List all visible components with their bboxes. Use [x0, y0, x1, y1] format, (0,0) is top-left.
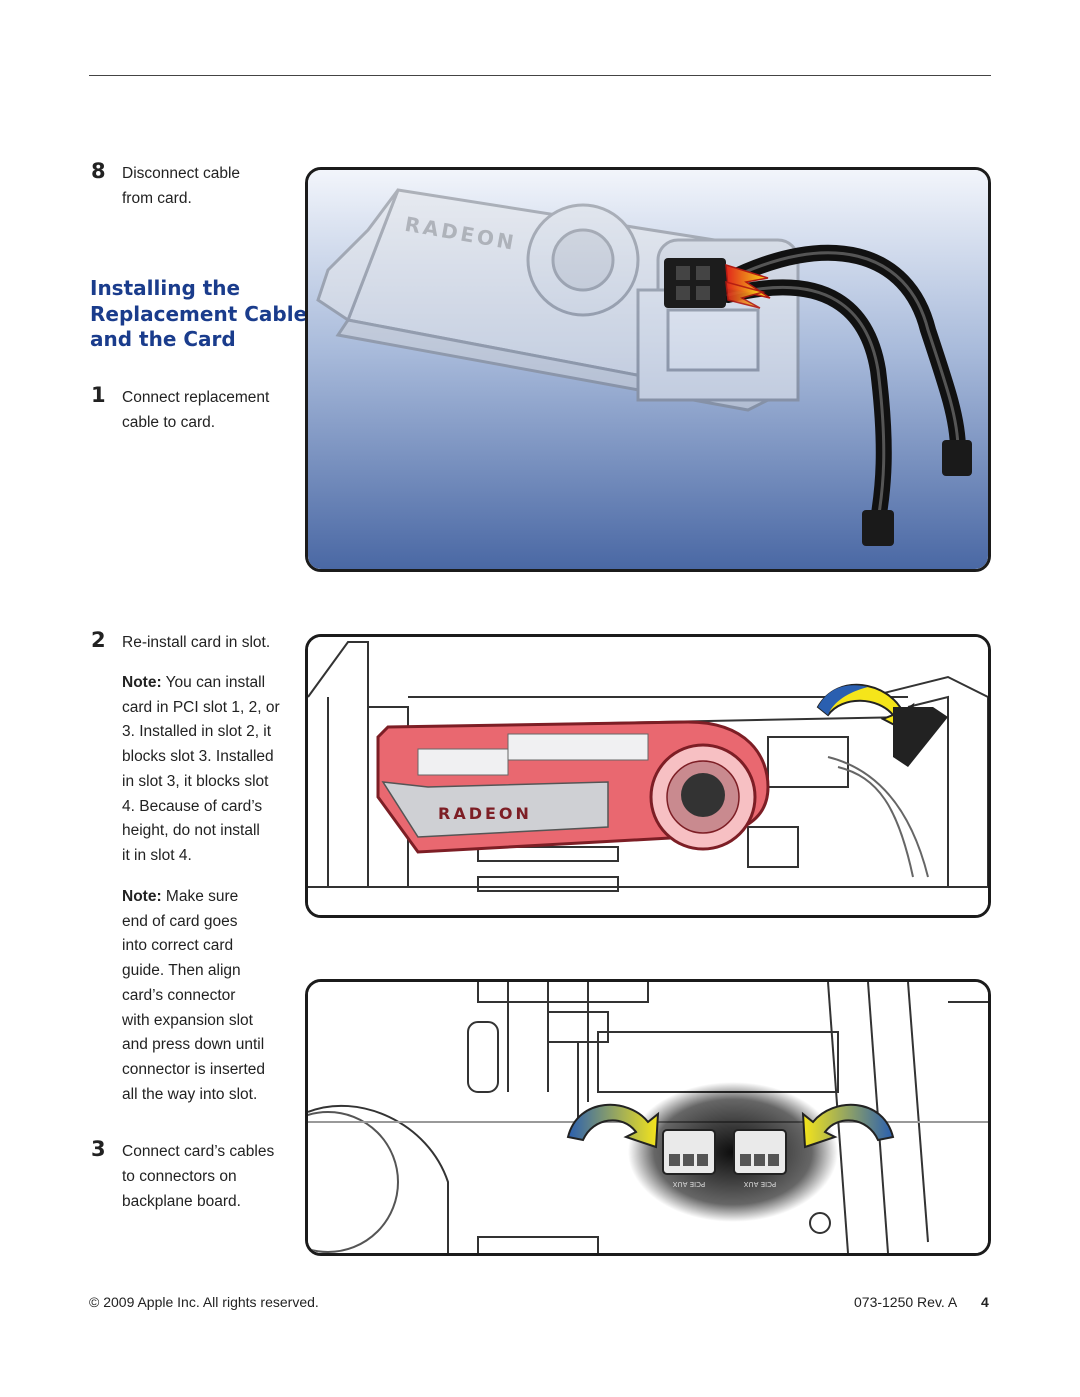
step-line: backplane board. [122, 1193, 241, 1210]
note-line: and press down until [122, 1036, 265, 1054]
note-line: end of card goes [122, 912, 238, 930]
step-text: Connect replacement cable to card. [122, 385, 269, 435]
header-rule [89, 75, 991, 76]
title-line: Installing the [90, 276, 241, 300]
note-line: Make sure [165, 888, 239, 905]
note-line: guide. Then align [122, 962, 241, 980]
note-line: 3. Installed in slot 2, it [122, 723, 272, 741]
note-line: card’s connector [122, 986, 236, 1004]
note-line: height, do not install [122, 822, 260, 840]
illustration-backplane-connectors: PCIE AUX PCIE AUX [305, 979, 991, 1256]
port-label: PCIE AUX [673, 1180, 706, 1188]
aux-connector: PCIE AUX [733, 1129, 787, 1188]
aux-connector: PCIE AUX [662, 1129, 716, 1188]
note-line: all the way into slot. [122, 1085, 258, 1103]
step-number: 3 [91, 1137, 106, 1161]
title-line: Replacement Cable [90, 301, 308, 326]
note-line: You can install [165, 674, 266, 691]
step-line: from card. [122, 190, 192, 207]
section-title: Installing the Replacement Cable and the… [90, 276, 307, 353]
step-number: 8 [91, 159, 106, 183]
step-text: Connect card’s cables to connectors on b… [122, 1139, 274, 1214]
step-line: to connectors on [122, 1168, 237, 1185]
step-line: Disconnect cable [122, 165, 241, 182]
note-label: Note: [122, 674, 162, 691]
page-number: 4 [981, 1294, 989, 1310]
radeon-card: RADEON [376, 720, 770, 854]
note-label: Note: [122, 888, 162, 905]
note-line: in slot 3, it blocks slot [122, 772, 269, 790]
step-line: cable to card. [122, 414, 216, 431]
port-label: PCIE AUX [744, 1180, 777, 1188]
step-line: Connect card’s cables [122, 1143, 275, 1160]
note-line: blocks slot 3. Installed [122, 748, 274, 766]
illustration-cable-to-card: RADEON [305, 167, 991, 572]
note-line: into correct card [122, 937, 234, 955]
step-number: 2 [91, 628, 106, 652]
step-number: 1 [91, 383, 106, 407]
title-line: and the Card [90, 327, 236, 351]
doc-number: 073-1250 Rev. A [854, 1294, 958, 1310]
step-text: Disconnect cable from card. [122, 161, 240, 211]
note-block: Note: You can install card in PCI slot 1… [122, 671, 287, 869]
note-line: card in PCI slot 1, 2, or [122, 698, 280, 716]
note-line: it in slot 4. [122, 846, 192, 864]
step-text: Re-install card in slot. [122, 634, 271, 651]
note-line: 4. Because of card’s [122, 797, 263, 815]
illustration-card-in-slot: RADEON [305, 634, 991, 918]
note-line: connector is inserted [122, 1060, 266, 1078]
copyright: © 2009 Apple Inc. All rights reserved. [89, 1294, 319, 1310]
note-block: Note: Make sure end of card goes into co… [122, 885, 287, 1107]
brand-text: RADEON [438, 804, 532, 823]
step-line: Connect replacement [122, 389, 270, 406]
note-line: with expansion slot [122, 1011, 253, 1029]
